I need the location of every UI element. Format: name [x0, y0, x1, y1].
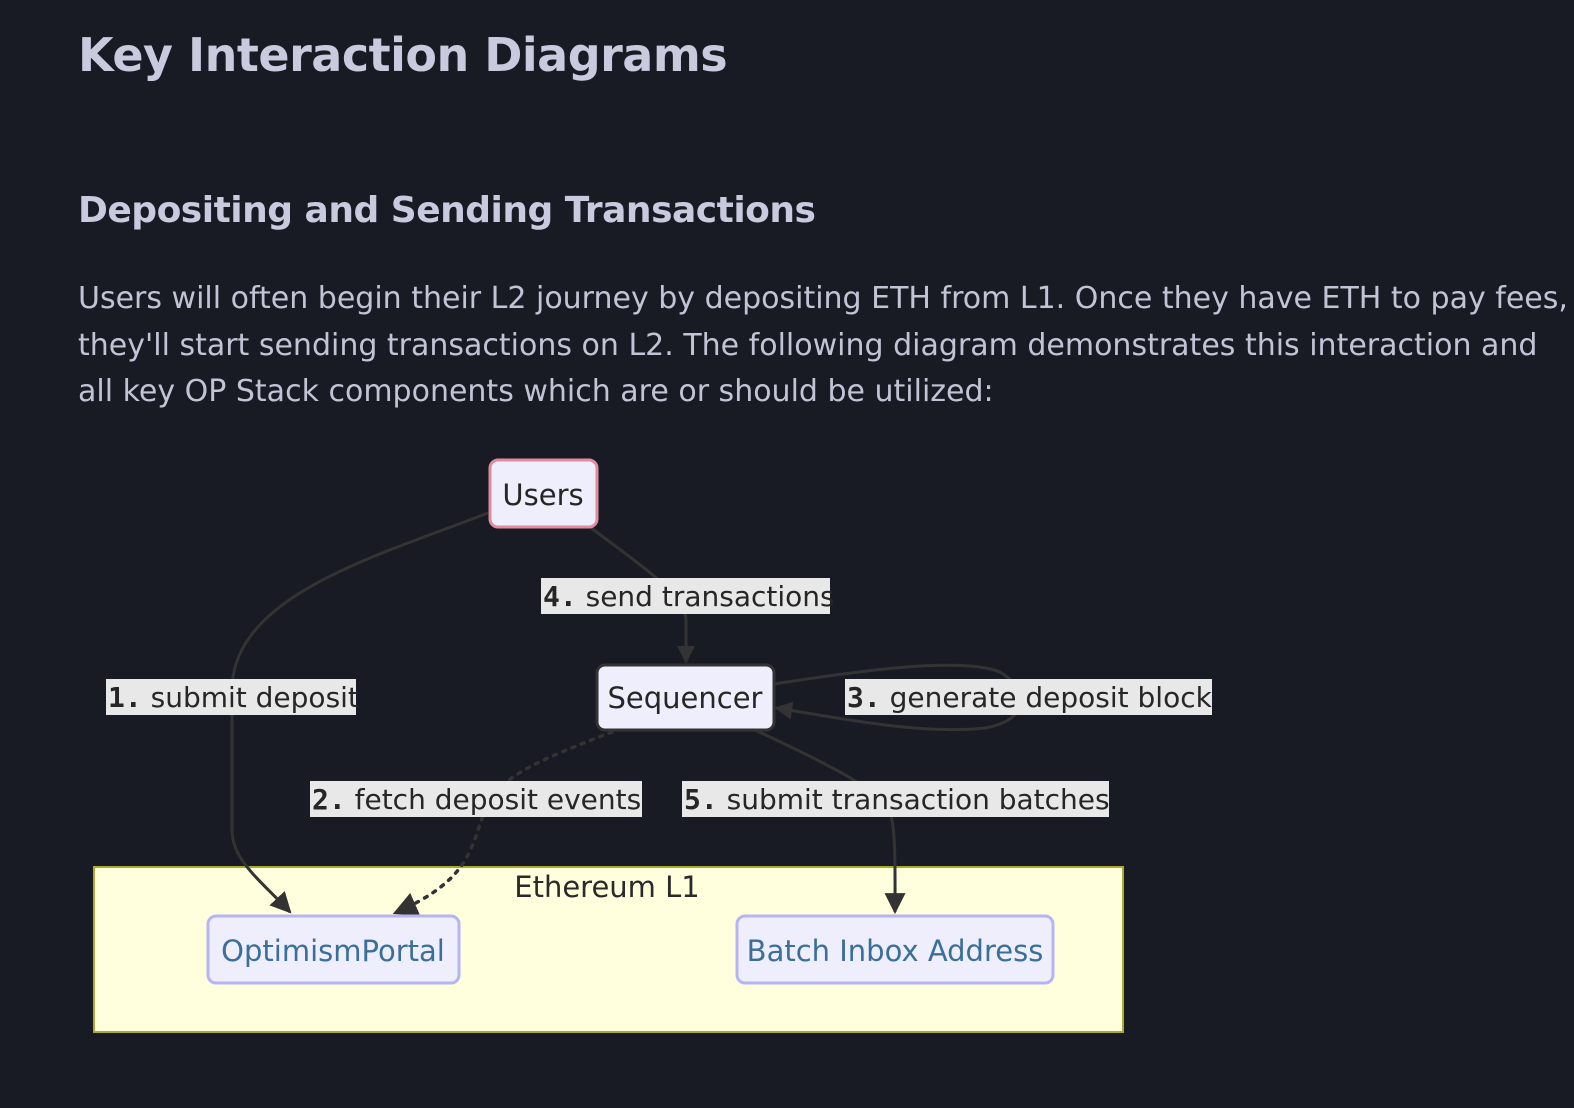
node-users: Users — [488, 458, 599, 529]
edge-label-5-text: submit transaction batches — [718, 783, 1110, 816]
edge-label-4-num: 4. — [543, 580, 577, 613]
intro-paragraph: Users will often begin their L2 journey … — [78, 281, 1568, 409]
edge-label-5-num: 5. — [684, 783, 718, 816]
svg-text:3. generate deposit block: 3. generate deposit block — [847, 681, 1213, 714]
edge-label-4-text: send transactions — [577, 580, 835, 613]
node-users-label: Users — [502, 478, 583, 512]
edge-label-4: 4. send transactions — [541, 578, 835, 614]
svg-text:2. fetch deposit events: 2. fetch deposit events — [312, 783, 641, 816]
svg-text:4. send transactions: 4. send transactions — [543, 580, 835, 613]
edge-label-1-num: 1. — [108, 681, 142, 714]
node-batch-inbox-address-label: Batch Inbox Address — [747, 934, 1044, 968]
edge-label-2-text: fetch deposit events — [346, 783, 642, 816]
edge-label-5: 5. submit transaction batches — [682, 781, 1110, 817]
svg-text:1. submit deposit: 1. submit deposit — [108, 681, 359, 714]
edge-label-2-num: 2. — [312, 783, 346, 816]
edge-label-3: 3. generate deposit block — [845, 679, 1213, 715]
node-sequencer-label: Sequencer — [608, 681, 763, 715]
node-sequencer: Sequencer — [595, 663, 776, 732]
edge-label-2: 2. fetch deposit events — [310, 781, 642, 817]
page-title: Key Interaction Diagrams — [78, 28, 728, 82]
node-batch-inbox-address: Batch Inbox Address — [735, 914, 1055, 985]
ethereum-l1-label: Ethereum L1 — [514, 870, 700, 904]
edge-label-3-text: generate deposit block — [881, 681, 1213, 714]
section-title: Depositing and Sending Transactions — [78, 190, 816, 231]
edge-label-1: 1. submit deposit — [106, 679, 359, 715]
edge-label-1-text: submit deposit — [142, 681, 359, 714]
edge-label-3-num: 3. — [847, 681, 881, 714]
edge-submit-deposit — [230, 511, 489, 914]
node-optimism-portal: OptimismPortal — [206, 914, 461, 985]
node-optimism-portal-label: OptimismPortal — [221, 934, 445, 968]
svg-text:5. submit transaction batches: 5. submit transaction batches — [684, 783, 1110, 816]
